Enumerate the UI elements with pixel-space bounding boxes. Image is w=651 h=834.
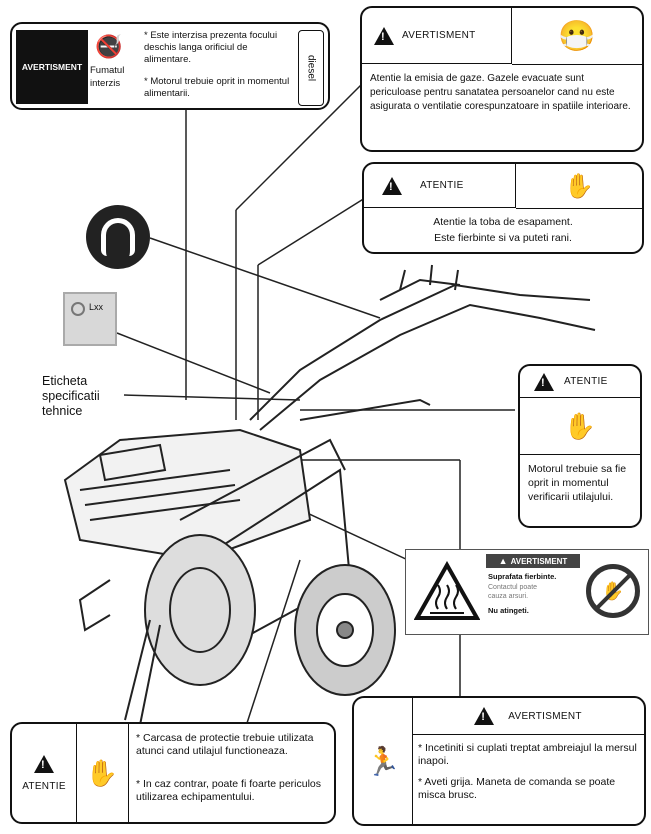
guard-header-cell: ATENTIE bbox=[12, 724, 77, 822]
warning-header: AVERTISMENT bbox=[508, 710, 582, 722]
diesel-side-label: diesel bbox=[298, 30, 324, 106]
warning-header: AVERTISMENT bbox=[402, 30, 476, 41]
guard-text-1: * Carcasa de protectie trebuie utilizata… bbox=[136, 732, 314, 757]
warning-header-row: AVERTISMENT bbox=[412, 698, 644, 735]
reverse-text-1: * Incetiniti si cuplati treptat ambreiaj… bbox=[418, 742, 637, 767]
warning-header: AVERTISMENT bbox=[16, 30, 88, 104]
hot-line-2: Contactul poate cauza arsuri. bbox=[488, 584, 538, 600]
ear-protection-icon bbox=[86, 205, 150, 269]
no-smoking-icon: 🚭 bbox=[95, 34, 123, 59]
icon-label: Fumatul interzis bbox=[90, 65, 125, 89]
warning-triangle-icon bbox=[534, 372, 554, 391]
exhaust-text-2: Este fierbinte si va puteti rani. bbox=[434, 232, 572, 244]
do-not-touch-icon: ✋ bbox=[586, 564, 640, 618]
warning-panel-exhaust: ATENTIE ✋ Atentie la toba de esapament. … bbox=[362, 162, 644, 254]
hot-line-3: Nu atingeti. bbox=[488, 606, 529, 615]
warning-panel-hot-surface: ▲AVERTISMENT Suprafata fierbinte. Contac… bbox=[405, 549, 649, 635]
hand-injury-icon: ✋ bbox=[520, 398, 640, 455]
exhaust-text-1: Atentie la toba de esapament. bbox=[433, 216, 573, 228]
gas-text: Atentie la emisia de gaze. Gazele evacua… bbox=[370, 73, 631, 112]
hot-line-1: Suprafata fierbinte. bbox=[488, 572, 557, 581]
fuel-text-2: * Motorul trebuie oprit in momentul alim… bbox=[144, 76, 290, 99]
oil-icon-label: Lxx bbox=[89, 302, 104, 312]
warning-header-row: ATENTIE bbox=[364, 164, 516, 208]
warning-panel-guard: ATENTIE ✋ * Carcasa de protectie trebuie… bbox=[10, 722, 336, 824]
gas-hazard-icon: 😷 bbox=[512, 8, 642, 65]
warning-triangle-icon bbox=[34, 754, 54, 773]
guard-text-2: * In caz contrar, poate fi foarte pericu… bbox=[136, 778, 322, 803]
warning-header-row: AVERTISMENT bbox=[362, 8, 512, 64]
warning-panel-fuel: AVERTISMENT 🚭 Fumatul interzis * Este in… bbox=[10, 22, 330, 110]
warning-header: ATENTIE bbox=[22, 780, 66, 792]
warning-header-row: ATENTIE bbox=[520, 366, 640, 398]
guard-hand-icon: ✋ bbox=[76, 724, 129, 822]
hot-surface-icon bbox=[414, 558, 480, 624]
warning-triangle-icon bbox=[382, 176, 402, 195]
fuel-text-1: * Este interzisa prezenta focului deschi… bbox=[144, 30, 278, 65]
reverse-text-2: * Aveti grija. Maneta de comanda se poat… bbox=[418, 776, 616, 801]
warning-triangle-icon bbox=[474, 707, 495, 725]
reverse-icon-cell: 🏃 bbox=[354, 698, 413, 824]
hot-hand-icon: ✋ bbox=[516, 164, 642, 209]
warning-header: ATENTIE bbox=[420, 180, 464, 191]
warning-panel-gas: AVERTISMENT 😷 Atentie la emisia de gaze.… bbox=[360, 6, 644, 152]
warning-header: ATENTIE bbox=[564, 376, 608, 387]
warning-triangle-icon bbox=[374, 26, 394, 45]
engine-check-text: Motorul trebuie sa fie oprit in momentul… bbox=[528, 463, 627, 503]
spec-label: Eticheta specificatii tehnice bbox=[42, 374, 100, 418]
warning-panel-engine-check: ATENTIE ✋ Motorul trebuie sa fie oprit i… bbox=[518, 364, 642, 528]
oil-spec-icon: Lxx bbox=[63, 292, 117, 346]
hot-header: ▲AVERTISMENT bbox=[486, 554, 580, 568]
warning-panel-reverse: 🏃 AVERTISMENT * Incetiniti si cuplati tr… bbox=[352, 696, 646, 826]
